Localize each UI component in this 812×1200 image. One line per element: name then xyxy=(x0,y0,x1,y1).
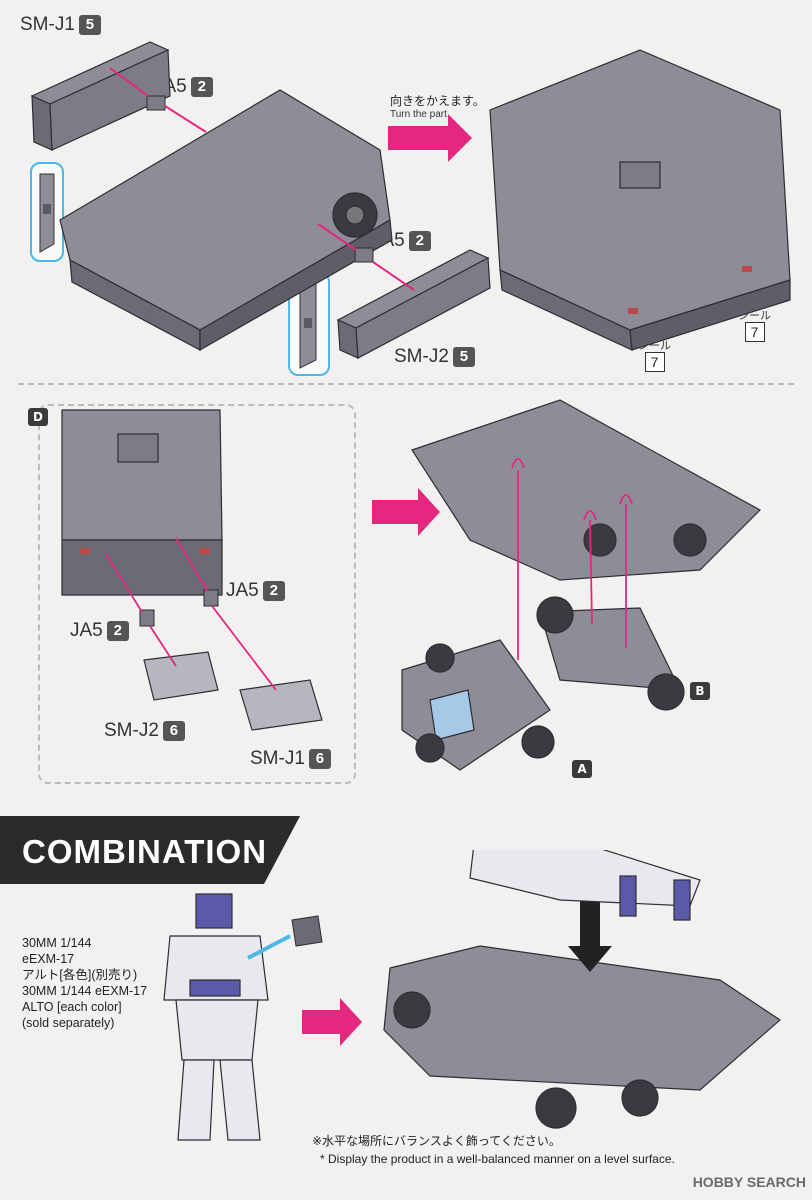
sm-j1-part xyxy=(30,41,171,151)
info-line-2: アルト[各色](別売り) xyxy=(22,968,138,982)
section-divider xyxy=(18,383,794,385)
combination-illustration xyxy=(163,850,781,1141)
label-b: B xyxy=(690,682,710,700)
step-label-d: D xyxy=(28,408,48,426)
info-line-0: 30MM 1/144 xyxy=(22,936,92,950)
combination-banner xyxy=(0,816,300,884)
combination-title: COMBINATION xyxy=(22,833,268,870)
chassis-part xyxy=(59,89,393,352)
display-note-jp: ※水平な場所にバランスよく飾ってください。 xyxy=(312,1134,561,1148)
display-note-en: * Display the product in a well-balanced… xyxy=(320,1152,675,1166)
product-info: 30MM 1/144 eEXM-17 アルト[各色](別売り) 30MM 1/1… xyxy=(22,935,147,1031)
step2-illustration xyxy=(61,399,761,771)
turn-arrow xyxy=(388,114,472,162)
subassembly-box xyxy=(38,404,356,784)
step1-illustration xyxy=(30,41,791,359)
info-line-1: eEXM-17 xyxy=(22,952,75,966)
info-line-4: ALTO [each color] xyxy=(22,1000,122,1014)
watermark-logo: HOBBY SEARCH xyxy=(692,1174,806,1190)
turn-note: 向きをかえます。 Turn the part. xyxy=(390,94,485,120)
info-line-5: (sold separately) xyxy=(22,1016,115,1030)
joint-detail-illustration xyxy=(39,173,55,253)
label-a: A xyxy=(572,760,592,778)
ja5-part xyxy=(146,95,166,111)
info-line-3: 30MM 1/144 eEXM-17 xyxy=(22,984,148,998)
detail-callout-j1 xyxy=(30,162,64,262)
